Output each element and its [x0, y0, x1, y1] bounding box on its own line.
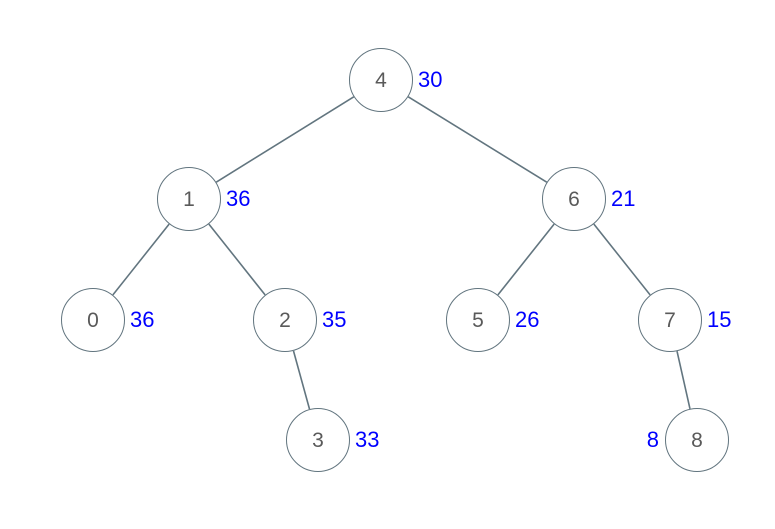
- node-value-label-7: 15: [707, 307, 732, 332]
- tree-node-4[interactable]: 4: [349, 48, 413, 112]
- node-circle-7: 7: [638, 288, 702, 352]
- node-value-label-2: 35: [322, 307, 347, 332]
- node-id-0: 0: [87, 308, 99, 332]
- tree-node-0[interactable]: 0: [61, 288, 125, 352]
- tree-edge: [112, 223, 170, 296]
- tree-node-8[interactable]: 8: [665, 408, 729, 472]
- node-circle-4: 4: [349, 48, 413, 112]
- node-id-5: 5: [472, 308, 484, 332]
- node-circle-8: 8: [665, 408, 729, 472]
- tree-edge: [215, 96, 355, 183]
- node-circle-0: 0: [61, 288, 125, 352]
- node-id-3: 3: [312, 428, 324, 452]
- node-value-label-8: 8: [646, 427, 659, 452]
- node-circle-1: 1: [157, 167, 221, 231]
- tree-node-1[interactable]: 1: [157, 167, 221, 231]
- node-value-label-4: 30: [418, 67, 443, 92]
- node-circle-3: 3: [286, 408, 350, 472]
- tree-node-2[interactable]: 2: [253, 288, 317, 352]
- node-value-label-5: 26: [515, 307, 540, 332]
- node-id-4: 4: [375, 68, 387, 92]
- node-id-8: 8: [691, 428, 703, 452]
- node-value-label-1: 36: [226, 186, 251, 211]
- tree-edge: [208, 223, 266, 296]
- tree-edge: [292, 350, 311, 410]
- node-value-label-0: 36: [130, 307, 155, 332]
- node-circle-6: 6: [542, 167, 606, 231]
- node-circle-5: 5: [446, 288, 510, 352]
- tree-node-7[interactable]: 7: [638, 288, 702, 352]
- tree-node-6[interactable]: 6: [542, 167, 606, 231]
- node-value-label-3: 33: [355, 427, 380, 452]
- tree-edge: [676, 351, 691, 409]
- node-id-6: 6: [568, 187, 580, 211]
- node-value-label-6: 21: [611, 186, 636, 211]
- node-id-1: 1: [183, 187, 195, 211]
- tree-node-5[interactable]: 5: [446, 288, 510, 352]
- tree-node-3[interactable]: 3: [286, 408, 350, 472]
- tree-edge: [497, 223, 555, 296]
- node-id-7: 7: [664, 308, 676, 332]
- node-circle-2: 2: [253, 288, 317, 352]
- tree-edge: [407, 96, 548, 183]
- node-id-2: 2: [279, 308, 291, 332]
- tree-edge: [593, 223, 651, 296]
